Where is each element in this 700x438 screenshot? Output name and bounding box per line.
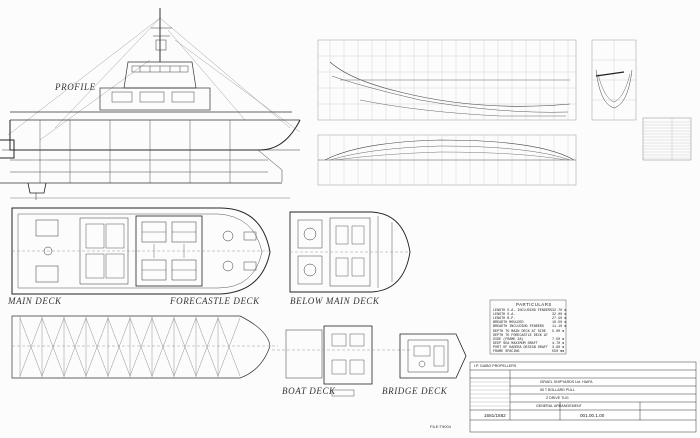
forecastle-deck-plan (200, 207, 271, 295)
particular-name: BREADTH INCLUDING FENDERS (493, 325, 544, 330)
particular-name: DEEP SEA MAXIMUM DRAFT (493, 341, 538, 346)
particular-name: FRAME SPACING (493, 350, 520, 354)
tank-top-plan (11, 315, 278, 379)
particulars-title: PARTICULARS (516, 302, 552, 307)
title-block (469, 361, 697, 433)
particular-name: DEPTH TO FORECASTLE DECK AT (493, 333, 548, 338)
particular-name: LENGTH O.A. INCLUDING FENDERS (493, 309, 553, 313)
particular-value: 3.90 m (552, 345, 565, 350)
main-deck-label: MAIN DECK (8, 296, 62, 306)
shipyard-name: ISRAEL SHIPYARDS Ltd. HAIFA (540, 380, 593, 384)
particular-value: 27.50 m (552, 317, 567, 322)
bridge-deck-label: BRIDGE DECK (382, 386, 448, 396)
particular-name: LENGTH B.P. (493, 317, 516, 322)
file-reference: FILE:T9004 (430, 424, 451, 429)
hull-number: 1681/1682 (484, 413, 506, 418)
particular-name: BREADTH MOULDED (493, 321, 524, 326)
particular-name: SIDE (FRAME 38) (493, 337, 524, 342)
body-plan (591, 39, 637, 121)
lines-plan-half-breadth (317, 134, 577, 186)
main-deck-plan (11, 207, 272, 295)
forecastle-deck-label: FORECASTLE DECK (170, 296, 260, 306)
boat-deck-label: BOAT DECK (282, 386, 336, 396)
particular-value: 32.00 m (552, 313, 567, 318)
particular-name: PORT OF HADERA DESIGN DRAFT (493, 345, 548, 350)
drawing-title: GENERAL ARRANGEMENT (536, 404, 582, 408)
designer-name: I.P. GAIBO PROPELLERS (474, 364, 517, 368)
particular-value: 550 mm (552, 350, 565, 354)
bollard-pull: 55 T BOLLARD PULL (540, 388, 575, 392)
below-main-deck-label: BELOW MAIN DECK (290, 296, 380, 306)
particular-value: 10.50 m (552, 321, 567, 326)
particular-value: 7.50 m (552, 337, 565, 342)
particular-name: LENGTH O.A. (493, 313, 516, 318)
boat-deck-plan (272, 325, 412, 397)
tug-type: Z DRIVE TUG (546, 396, 569, 400)
below-main-deck-plan (289, 211, 411, 293)
lines-plan-profile (317, 39, 577, 121)
particular-value: 4.70 m (552, 341, 565, 346)
profile-label: PROFILE (55, 82, 96, 92)
bridge-deck-plan (399, 333, 467, 379)
particular-name: DEPTH TO MAIN DECK AT SIDE (493, 329, 546, 334)
particular-value: 11.10 m (552, 325, 567, 330)
hydrostatic-table (642, 117, 692, 161)
profile-view (0, 8, 301, 200)
drawing-number: 001.00.1.00 (580, 413, 605, 418)
particular-value: 32.70 m (552, 309, 567, 313)
particulars-frame (489, 299, 567, 355)
particular-value: 5.00 m (552, 329, 565, 334)
